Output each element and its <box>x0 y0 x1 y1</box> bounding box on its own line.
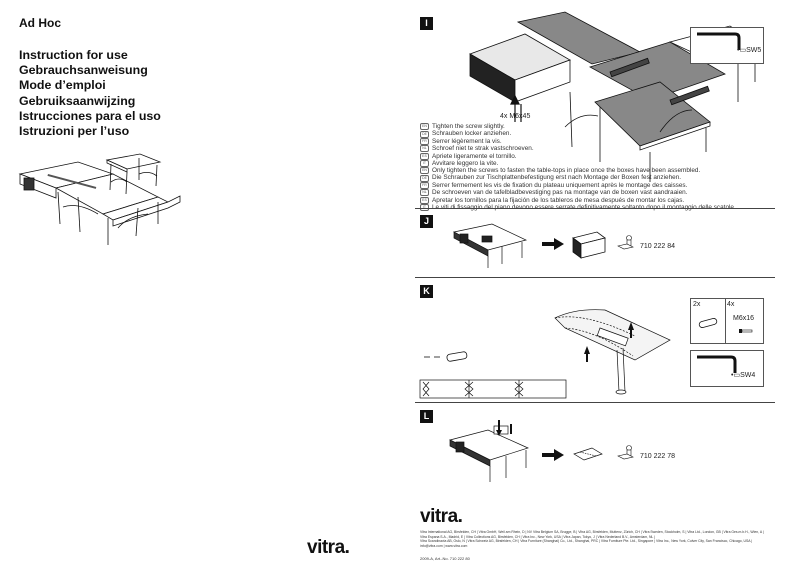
lang-code: IT <box>420 204 429 212</box>
section-divider <box>415 402 775 403</box>
step-K-plan-view <box>419 379 567 399</box>
step-J-illustration <box>452 223 528 268</box>
section-divider <box>415 277 775 278</box>
step-label-I: I <box>420 17 433 30</box>
arrow-right-icon <box>542 238 564 250</box>
caption-line: Avvitare leggero la vite. <box>432 160 499 168</box>
lang-code: FR <box>420 138 429 146</box>
tool-size-K: •▭SW4 <box>731 372 756 379</box>
part-number-L: 710 222 78 <box>640 453 676 460</box>
lang-code: ES <box>420 152 429 160</box>
caption-line: Le viti di fissaggio del piano devono es… <box>432 204 736 212</box>
lang-code: NL <box>420 189 429 197</box>
lang-code: ES <box>420 196 429 204</box>
quantity-a: 2x <box>693 301 701 308</box>
instruction-title: Instruction for use <box>19 48 128 62</box>
caption-line: De schroeven van de tafelbladbevestiging… <box>432 189 688 197</box>
lang-code: FR <box>420 182 429 190</box>
single-table-illustration <box>105 153 162 195</box>
lang-code: EN <box>420 167 429 175</box>
part-number-J: 710 222 84 <box>640 243 676 250</box>
step-label-L: L <box>420 410 433 423</box>
tool-box-I: •▭SW5 <box>690 27 764 64</box>
lang-code: IT <box>420 160 429 168</box>
arrow-right-icon <box>542 449 564 461</box>
quantity-b: 4x <box>727 301 735 308</box>
screw-label-I: 4x M6x45 <box>500 113 531 120</box>
table-system-illustration <box>18 161 181 245</box>
screw-icon <box>739 329 753 333</box>
box-divider <box>725 299 726 343</box>
legal-addresses: Vitra International AG, Birsfelden, CH |… <box>420 530 770 548</box>
connector-plate-icon <box>424 351 468 362</box>
instruction-title-list: Instruction for use Gebrauchsanweisung M… <box>19 48 161 139</box>
instruction-title: Gebruiksaanwijzing <box>19 93 136 108</box>
lang-code: DE <box>420 174 429 182</box>
parts-icon <box>617 445 634 460</box>
caption-line: Only tighten the screws to fasten the ta… <box>432 167 701 174</box>
product-title: Ad Hoc <box>19 16 61 30</box>
caption-line: Serrer légèrement la vis. <box>432 137 502 145</box>
caption-line: Schrauben locker anziehen. <box>432 130 512 138</box>
caption-line: Die Schrauben zur Tischplattenbefestigun… <box>432 174 682 182</box>
vitra-logo: vitra. <box>307 537 350 558</box>
lang-code: NL <box>420 145 429 153</box>
article-number: 2009-A, Art.-No. 710 222 80 <box>420 556 470 561</box>
tool-size-I: •▭SW5 <box>737 47 762 54</box>
allen-key-icon <box>697 355 737 373</box>
allen-key-icon <box>697 32 741 50</box>
step-label-J: J <box>420 215 433 228</box>
screw-label-K: M6x16 <box>733 315 755 322</box>
caption-line: Schroef niet te strak vastschroeven. <box>432 145 534 153</box>
lang-code: EN <box>420 123 429 131</box>
instruction-title: Mode d’emploi <box>19 78 106 93</box>
step-label-K: K <box>420 285 433 298</box>
lang-code: DE <box>420 130 429 138</box>
instruction-title: Gebrauchsanweisung <box>19 63 148 78</box>
parts-box-K: 2x 4x M6x16 <box>690 298 764 344</box>
instruction-title: Istrucciones para el uso <box>19 108 161 123</box>
legal-line: Vitra International AG, Birsfelden, CH |… <box>420 530 764 539</box>
caption-line: Apretar los tornillos para la fijación d… <box>432 196 685 204</box>
caption-line: Apriete ligeramente el tornillo. <box>432 152 517 160</box>
section-divider <box>415 208 775 209</box>
connector-plate-icon <box>698 318 718 328</box>
parts-icon <box>617 235 634 250</box>
instruction-title: Istruzioni per l’uso <box>19 124 130 139</box>
caption-line: Serrer fermement les vis de fixation du … <box>432 181 688 189</box>
connector-plate-icon <box>573 447 603 461</box>
step-L-illustration <box>449 420 529 482</box>
step-K-detail-illustration <box>554 309 671 395</box>
tool-box-K: •▭SW4 <box>690 350 764 387</box>
legal-line: Vitra Scandinavia AB, Oslo, N | Vitra Sc… <box>420 539 753 548</box>
vitra-logo: vitra. <box>420 506 463 527</box>
cover-page: Ad Hoc Instruction for use Gebrauchsanwe… <box>18 16 350 558</box>
caption-line: Tighten the screw slightly. <box>432 123 505 130</box>
box-module-icon <box>572 231 606 259</box>
